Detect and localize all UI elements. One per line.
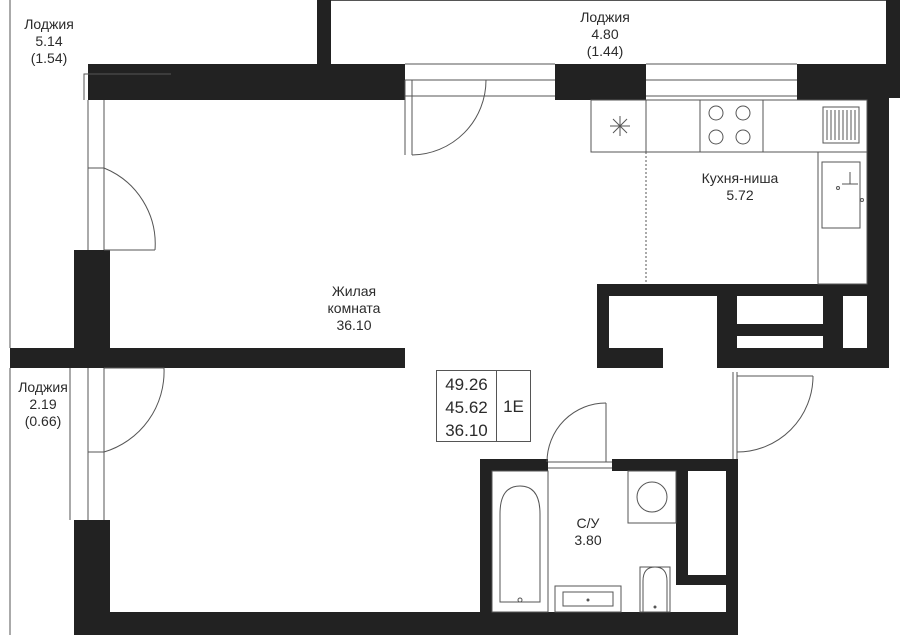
apartment-code: 1E bbox=[503, 397, 524, 416]
room-name: С/У bbox=[576, 515, 600, 531]
living-area: 36.10 bbox=[445, 421, 488, 440]
hood-icon bbox=[610, 116, 630, 136]
room-area: 2.19 bbox=[29, 396, 57, 412]
thin-lines bbox=[9, 0, 886, 635]
total-area: 49.26 bbox=[445, 375, 488, 394]
area-without-loggia: 45.62 bbox=[445, 398, 488, 417]
room-name-line1: Жилая bbox=[331, 283, 377, 299]
room-name-line2: комната bbox=[327, 300, 381, 316]
room-label-living: Жилая комната 36.10 bbox=[314, 283, 394, 334]
room-area: 36.10 bbox=[336, 317, 372, 333]
room-label-loggia-left-bottom: Лоджия 2.19 (0.66) bbox=[8, 379, 78, 430]
room-area: 4.80 bbox=[591, 26, 619, 42]
room-area-reduced: (1.54) bbox=[30, 50, 68, 66]
room-label-loggia-top: Лоджия 4.80 (1.44) bbox=[570, 9, 640, 60]
room-name: Лоджия bbox=[580, 9, 630, 25]
faucet-icon bbox=[586, 598, 657, 609]
area-summary-box: 49.26 45.62 36.10 1E bbox=[436, 370, 531, 442]
room-area-reduced: (0.66) bbox=[24, 413, 62, 429]
room-area: 5.14 bbox=[35, 33, 63, 49]
room-area-reduced: (1.44) bbox=[586, 43, 624, 59]
room-name: Лоджия bbox=[24, 16, 74, 32]
room-area: 3.80 bbox=[574, 532, 602, 548]
room-label-loggia-left-top: Лоджия 5.14 (1.54) bbox=[14, 16, 84, 67]
room-label-bathroom: С/У 3.80 bbox=[562, 515, 614, 549]
rack-icon bbox=[826, 110, 856, 140]
room-name: Лоджия bbox=[18, 379, 68, 395]
sink-icon bbox=[836, 172, 864, 202]
room-label-kitchen: Кухня-ниша 5.72 bbox=[690, 170, 790, 204]
room-area: 5.72 bbox=[726, 187, 754, 203]
room-name: Кухня-ниша bbox=[701, 170, 779, 186]
walls bbox=[10, 0, 900, 635]
area-values: 49.26 45.62 36.10 bbox=[437, 371, 497, 441]
